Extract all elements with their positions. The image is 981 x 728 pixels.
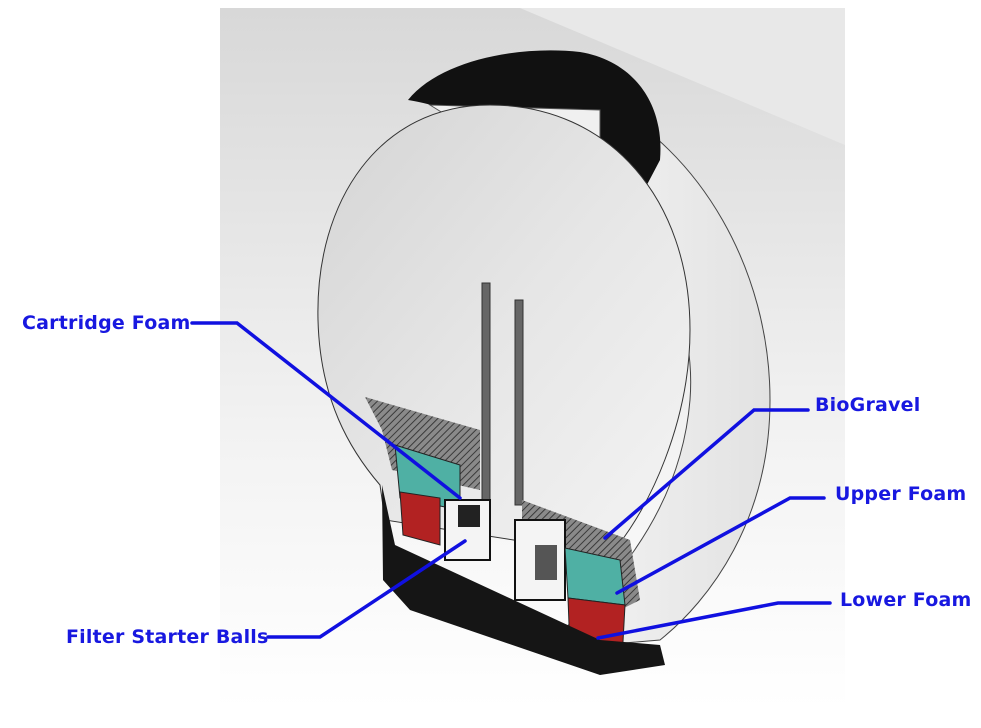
leader-filter-starter-balls xyxy=(266,539,467,639)
leader-lower-foam xyxy=(596,601,832,640)
biogravel-label: BioGravel xyxy=(815,394,921,416)
leader-lines xyxy=(190,321,832,640)
room-corner xyxy=(520,8,845,145)
leader-biogravel xyxy=(603,408,810,540)
leader-upper-foam xyxy=(615,496,826,595)
right-chamber-block xyxy=(535,545,557,580)
cartridge-foam-label: Cartridge Foam xyxy=(22,312,191,334)
left-lower-foam xyxy=(399,491,441,546)
right-tube xyxy=(514,299,524,506)
lower-foam-label: Lower Foam xyxy=(840,589,972,611)
base-plate xyxy=(382,485,665,675)
upper-foam-label: Upper Foam xyxy=(835,483,967,505)
left-tube xyxy=(481,282,491,504)
filter-starter-balls-label: Filter Starter Balls xyxy=(66,626,269,648)
cartridge-foam-block xyxy=(458,505,480,527)
leader-cartridge-foam xyxy=(190,321,462,500)
